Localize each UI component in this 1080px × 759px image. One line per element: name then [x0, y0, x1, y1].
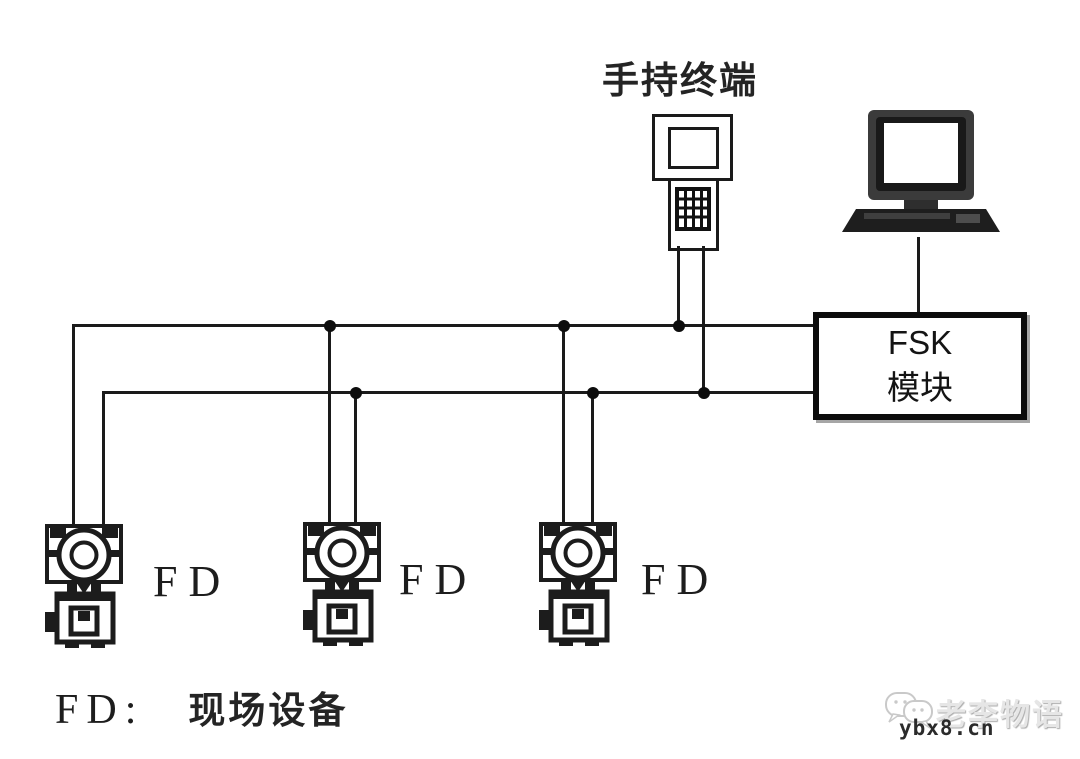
fsk-module-box: FSK 模块	[813, 312, 1027, 420]
junction-dot	[350, 387, 362, 399]
computer-wire	[917, 237, 920, 312]
device3-wire-left	[562, 324, 565, 527]
legend-value: 现场设备	[188, 690, 349, 731]
watermark-site: ybx8.cn	[899, 716, 995, 740]
device2-wire-right	[354, 391, 357, 527]
bus-wire-bottom	[102, 391, 813, 394]
handheld-screen	[668, 127, 719, 169]
handheld-wire-right	[702, 246, 705, 394]
wechat-icon	[885, 692, 933, 729]
fsk-module-line2: 模块	[887, 369, 953, 406]
field-device-icon	[45, 524, 123, 648]
device1-wire-right	[102, 391, 105, 527]
junction-dot	[673, 320, 685, 332]
field-device-icon	[303, 522, 381, 646]
device1-wire-left	[72, 324, 75, 527]
junction-dot	[698, 387, 710, 399]
watermark-brand: 老李物语	[936, 699, 1064, 732]
device1-fd-label: FD	[153, 557, 232, 606]
handheld-wire-left	[677, 246, 680, 327]
junction-dot	[587, 387, 599, 399]
legend-key: FD:	[55, 687, 145, 733]
handheld-keypad-icon	[675, 187, 711, 231]
device2-wire-left	[328, 324, 331, 527]
bus-wire-top	[72, 324, 813, 327]
computer-icon	[842, 110, 1000, 232]
field-device-icon	[539, 522, 617, 646]
fsk-module-line1: FSK	[887, 324, 953, 362]
handheld-head	[652, 114, 733, 181]
handheld-terminal-label: 手持终端	[602, 60, 758, 101]
device3-fd-label: FD	[641, 555, 720, 604]
device3-wire-right	[591, 391, 594, 527]
device2-fd-label: FD	[399, 555, 478, 604]
junction-dot	[324, 320, 336, 332]
junction-dot	[558, 320, 570, 332]
legend: FD: 现场设备	[55, 680, 348, 734]
